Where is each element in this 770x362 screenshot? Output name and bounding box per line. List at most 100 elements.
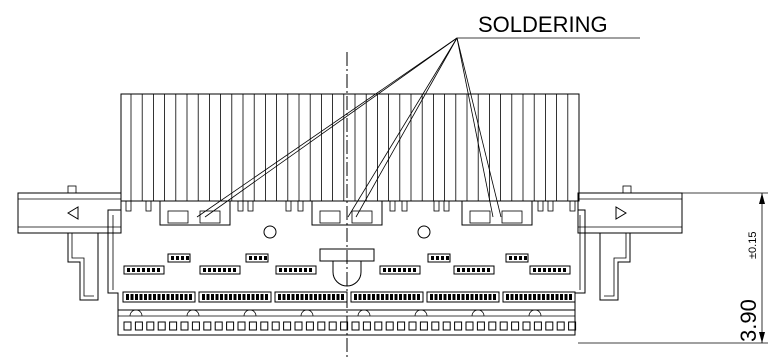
dimension-value: 3.90 [736, 299, 761, 342]
comb-pin [533, 321, 542, 331]
fin-notch [285, 200, 292, 212]
contact-block [427, 253, 451, 263]
left-arrow-icon [67, 206, 79, 220]
comb-pin [283, 321, 292, 331]
comb-pin [362, 321, 371, 331]
callout-leaders [196, 37, 640, 218]
contact-block [275, 265, 317, 275]
comb-pin [328, 321, 337, 331]
callout-label: SOLDERING [478, 12, 608, 37]
contact-rows [123, 253, 571, 275]
mounting-hole-left [263, 225, 277, 239]
comb-pin [123, 321, 132, 331]
comb-pin [169, 321, 178, 331]
comb-pin [499, 321, 508, 331]
comb-pin [340, 321, 349, 331]
fin-array [120, 93, 580, 202]
comb-pin [408, 321, 417, 331]
solder-pad-center [311, 200, 383, 226]
comb-scallop [357, 309, 371, 317]
contact-block [505, 253, 529, 263]
comb-pin [488, 321, 497, 331]
comb-pin [385, 321, 394, 331]
body-inner-outline [112, 215, 581, 290]
fin-notch [443, 200, 450, 212]
contact-bar [350, 291, 424, 303]
fin-notch [433, 200, 440, 212]
contact-block [123, 265, 165, 275]
comb-scallop [129, 309, 143, 317]
comb-pin [317, 321, 326, 331]
comb-pin [134, 321, 143, 331]
contact-block [199, 265, 241, 275]
contact-block [453, 265, 495, 275]
left-latch [17, 185, 122, 301]
right-arrow-icon [615, 206, 627, 220]
contact-block [529, 265, 571, 275]
solder-pad-left [159, 200, 231, 226]
dimension-lines [578, 192, 768, 344]
comb-pin [511, 321, 520, 331]
fin-notch [297, 200, 304, 212]
comb-pin [203, 321, 212, 331]
bottom-comb [117, 309, 577, 336]
comb-pin [271, 321, 280, 331]
comb-pin [374, 321, 383, 331]
comb-pin [294, 321, 303, 331]
contact-bar [502, 291, 576, 303]
fin-notch [401, 200, 408, 212]
comb-pin [419, 321, 428, 331]
contact-bar [426, 291, 500, 303]
contact-bar-row [122, 291, 576, 303]
fin-notch [247, 200, 254, 212]
comb-pin [237, 321, 246, 331]
comb-pin [442, 321, 451, 331]
contact-block [245, 253, 269, 263]
center-key [319, 248, 375, 287]
comb-pin [191, 321, 200, 331]
fin-notch [547, 200, 554, 212]
fin-notch [237, 200, 244, 212]
right-latch [577, 185, 683, 301]
fin-notch [389, 200, 396, 212]
contact-block [379, 265, 421, 275]
fin-notch [125, 200, 132, 212]
comb-pin [431, 321, 440, 331]
comb-pin [226, 321, 235, 331]
comb-pin [146, 321, 155, 331]
comb-pin [465, 321, 474, 331]
comb-pin [305, 321, 314, 331]
mounting-hole-right [417, 225, 431, 239]
contact-bar [274, 291, 348, 303]
comb-scallop [243, 309, 257, 317]
comb-pin [397, 321, 406, 331]
fin-notches [125, 200, 576, 212]
comb-pin [214, 321, 223, 331]
contact-bar [198, 291, 272, 303]
dimension-tolerance: ±0.15 [747, 232, 759, 259]
comb-pin [248, 321, 257, 331]
fin-notch [537, 200, 544, 212]
comb-pin [180, 321, 189, 331]
comb-pin [556, 321, 565, 331]
fin-notch [569, 200, 576, 212]
comb-pin [522, 321, 531, 331]
fin-notch [145, 200, 152, 212]
comb-scallop [300, 309, 314, 317]
comb-pin [545, 321, 554, 331]
solder-pad-right [461, 200, 533, 226]
comb-pin [351, 321, 360, 331]
contact-block [167, 253, 191, 263]
comb-pin [476, 321, 485, 331]
comb-scallop [186, 309, 200, 317]
comb-pin [568, 321, 577, 331]
comb-pin [454, 321, 463, 331]
contact-bar [122, 291, 196, 303]
comb-scallop [528, 309, 542, 317]
comb-scallop [414, 309, 428, 317]
comb-scallop [471, 309, 485, 317]
solder-pads [159, 200, 533, 226]
comb-pin [157, 321, 166, 331]
comb-pin [260, 321, 269, 331]
